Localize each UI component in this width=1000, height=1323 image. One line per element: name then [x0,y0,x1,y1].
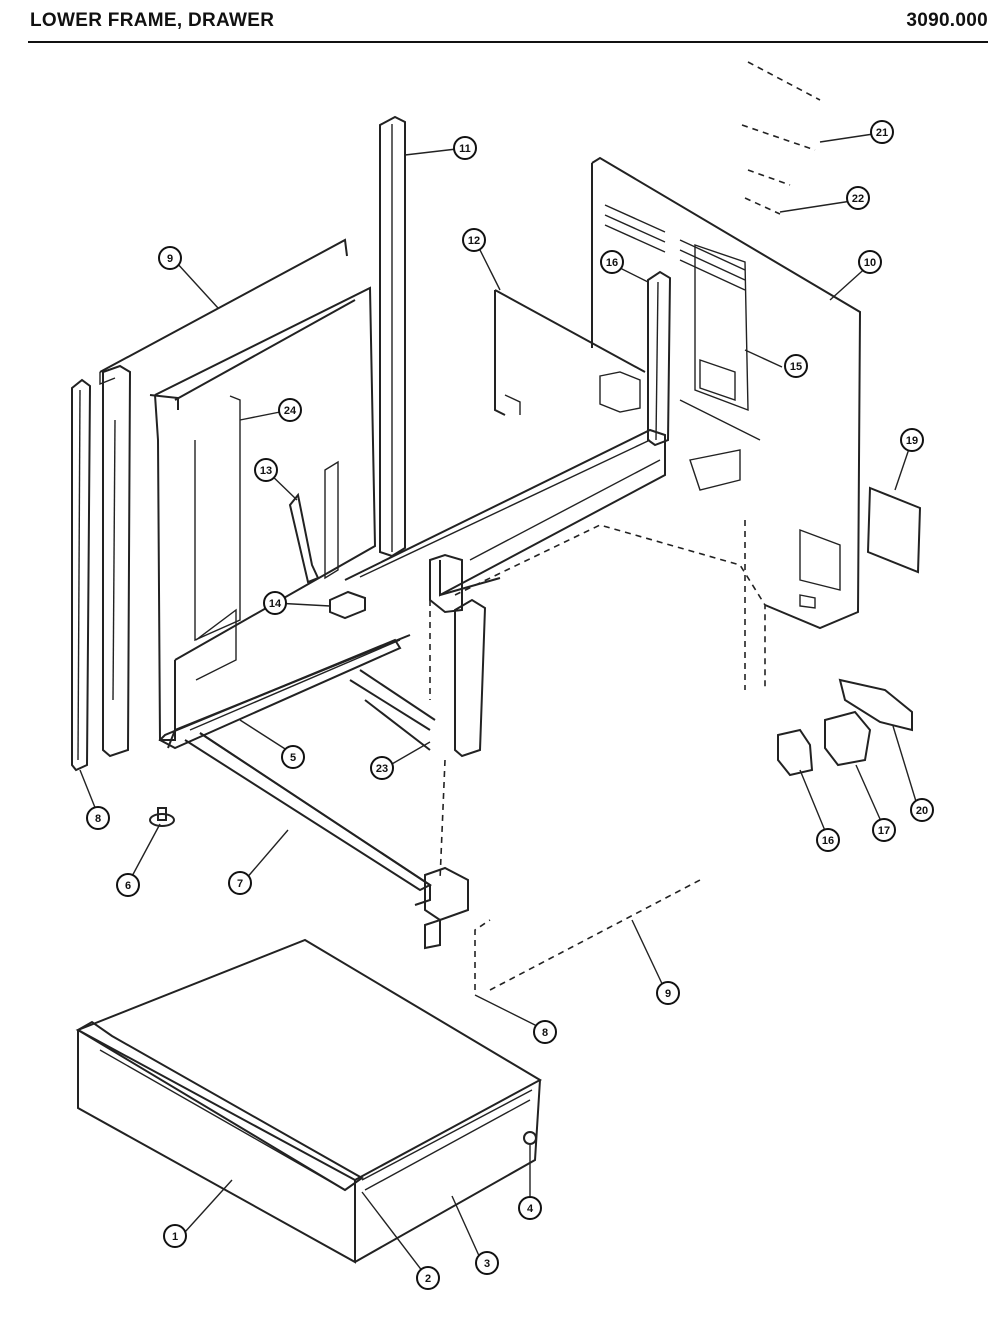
diagram-code: 3090.000 [906,10,988,31]
part-16-bracket [777,728,814,777]
part-13-bracket [288,492,320,584]
callout-5: 5 [281,745,305,769]
svg-text:11: 11 [459,143,471,155]
callout-23: 23 [370,756,394,780]
svg-text:15: 15 [790,361,802,373]
callout-14: 14 [263,591,287,615]
svg-text:5: 5 [290,752,296,764]
left-frame-panel [149,286,377,741]
callout-12: 12 [462,228,486,252]
callout-6: 6 [116,873,140,897]
svg-text:14: 14 [269,598,282,610]
callout-16b: 16 [816,828,840,852]
part-7-lower-rail [184,732,432,906]
callout-16a: 16 [600,250,624,274]
rear-back-panel [591,156,862,630]
part-23-bracket [424,866,469,950]
right-side-panel-dashed [454,520,766,991]
svg-text:20: 20 [916,805,928,817]
header-rule [28,41,988,43]
svg-text:16: 16 [822,835,834,847]
callout-8b: 8 [533,1020,557,1044]
callout-21: 21 [870,120,894,144]
left-rail-channel [102,364,132,758]
callout-7: 7 [228,871,252,895]
diagram-title: LOWER FRAME, DRAWER [30,10,275,31]
callout-20: 20 [910,798,934,822]
svg-text:9: 9 [167,253,173,265]
part-6-leveling-leg [149,807,175,827]
svg-text:16: 16 [606,257,618,269]
callout-3: 3 [475,1251,499,1275]
callout-11: 11 [453,136,477,160]
callout-9a: 9 [158,246,182,270]
svg-text:21: 21 [876,127,888,139]
svg-text:9: 9 [665,988,671,1000]
lower-front-frame [158,634,411,750]
part-9-side-panel [99,238,348,386]
part-14-clip [329,590,366,620]
svg-text:24: 24 [284,405,297,417]
part-11-corner-post [379,115,406,558]
svg-text:4: 4 [527,1203,534,1215]
svg-text:2: 2 [425,1273,431,1285]
svg-text:8: 8 [95,813,101,825]
callout-8a: 8 [86,806,110,830]
callout-22: 22 [846,186,870,210]
callout-24: 24 [278,398,302,422]
part-18-rear-post [647,270,672,447]
svg-text:17: 17 [878,825,890,837]
part-21-22-dashed-strips [741,61,821,215]
callout-9b: 9 [656,981,680,1005]
svg-text:22: 22 [852,193,864,205]
svg-text:13: 13 [260,465,272,477]
svg-text:3: 3 [484,1258,490,1270]
svg-text:7: 7 [237,878,243,890]
callout-13: 13 [254,458,278,482]
svg-text:6: 6 [125,880,131,892]
callout-15: 15 [784,354,808,378]
callout-10: 10 [858,250,882,274]
center-front-post [429,598,487,881]
part-20-bracket [838,678,913,732]
long-cross-beam [344,428,666,614]
svg-text:1: 1 [172,1231,178,1243]
callout-1: 1 [163,1224,187,1248]
callout-17: 17 [872,818,896,842]
leader-lines [79,132,919,1273]
svg-text:12: 12 [468,235,480,247]
svg-text:23: 23 [376,763,388,775]
part-17-bracket [824,710,872,767]
center-cross-rails [349,669,436,751]
svg-text:19: 19 [906,435,918,447]
callout-2: 2 [416,1266,440,1290]
part-19-plate [866,486,922,574]
part-1-drawer [75,938,543,1264]
svg-text:10: 10 [864,257,876,269]
svg-text:8: 8 [542,1027,548,1039]
callout-19: 19 [900,428,924,452]
part-12-rear-frame [494,289,646,416]
callout-4: 4 [518,1196,542,1220]
part-10-side-strip [71,378,92,772]
